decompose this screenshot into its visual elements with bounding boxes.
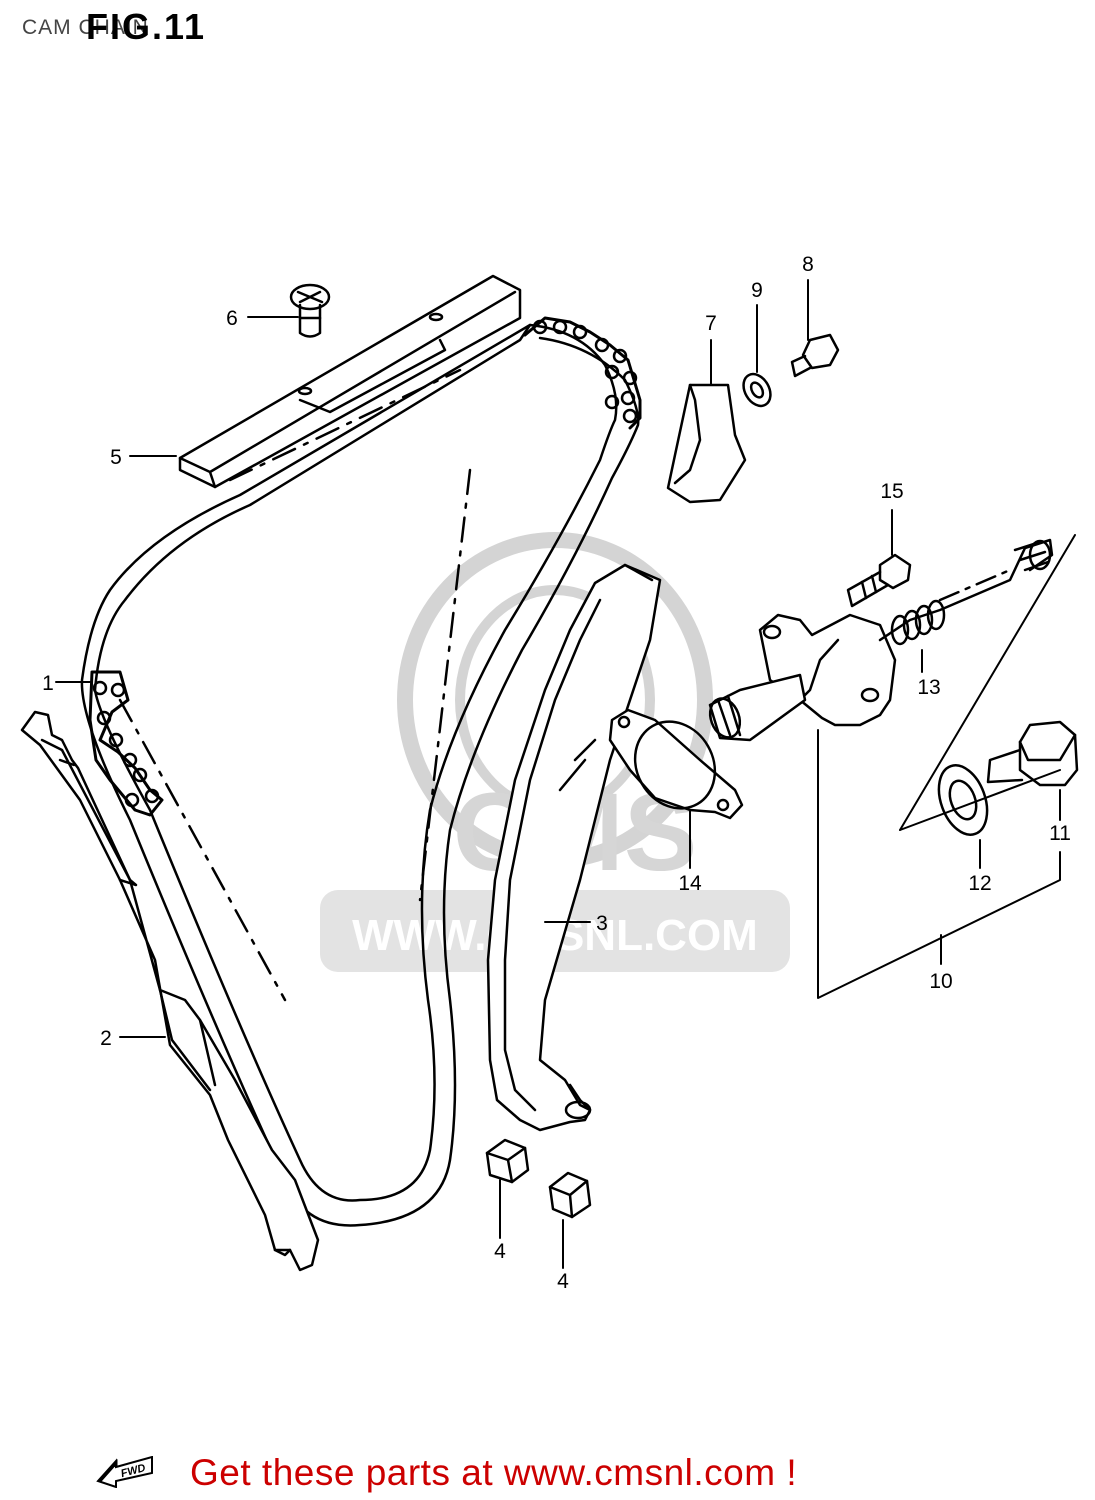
callout-13: 13 <box>917 676 940 699</box>
screw-part-6 <box>289 283 331 338</box>
callout-4b: 4 <box>557 1270 569 1293</box>
upper-chain-guide-part-5 <box>178 274 522 489</box>
callout-14: 14 <box>678 872 702 895</box>
cap-bolt-part-11 <box>986 720 1079 787</box>
forward-arrow-icon: FWD <box>96 1456 153 1488</box>
washer-part-9 <box>742 372 772 408</box>
gasket-part-14 <box>608 708 744 820</box>
callout-4a: 4 <box>494 1240 506 1263</box>
damper-part-4b <box>548 1171 592 1219</box>
callout-7: 7 <box>705 312 717 335</box>
callout-5: 5 <box>110 446 122 469</box>
section-title: CAM CHAIN <box>22 16 149 39</box>
bolt-part-8 <box>790 333 840 378</box>
damper-part-4a <box>485 1138 530 1184</box>
chain-tensioner-guide-part-2 <box>20 710 320 1272</box>
callout-15: 15 <box>880 480 903 503</box>
callout-2: 2 <box>100 1027 112 1050</box>
bolt-part-15 <box>846 553 912 608</box>
callout-8: 8 <box>802 253 814 276</box>
callout-10: 10 <box>929 970 952 993</box>
callout-11: 11 <box>1049 822 1071 845</box>
callout-12: 12 <box>968 872 991 895</box>
tensioner-assembly-part-10 <box>708 538 1054 742</box>
callout-3: 3 <box>596 912 608 935</box>
callout-9: 9 <box>751 279 763 302</box>
cam-chain-part-1 <box>80 316 642 1227</box>
pad-part-7 <box>666 383 747 504</box>
figure-label: FIG.11 <box>86 6 207 47</box>
callout-labels: 1 2 3 4 4 5 6 7 8 9 10 11 12 13 14 15 <box>42 253 1071 1293</box>
leader-lines <box>55 279 1061 1269</box>
callout-6: 6 <box>226 307 238 330</box>
promo-link[interactable]: Get these parts at www.cmsnl.com ! <box>190 1452 798 1493</box>
assembly-bracket <box>817 534 1076 999</box>
spring-part-13 <box>890 599 946 646</box>
callout-1: 1 <box>42 672 54 695</box>
washer-part-12 <box>937 764 989 836</box>
